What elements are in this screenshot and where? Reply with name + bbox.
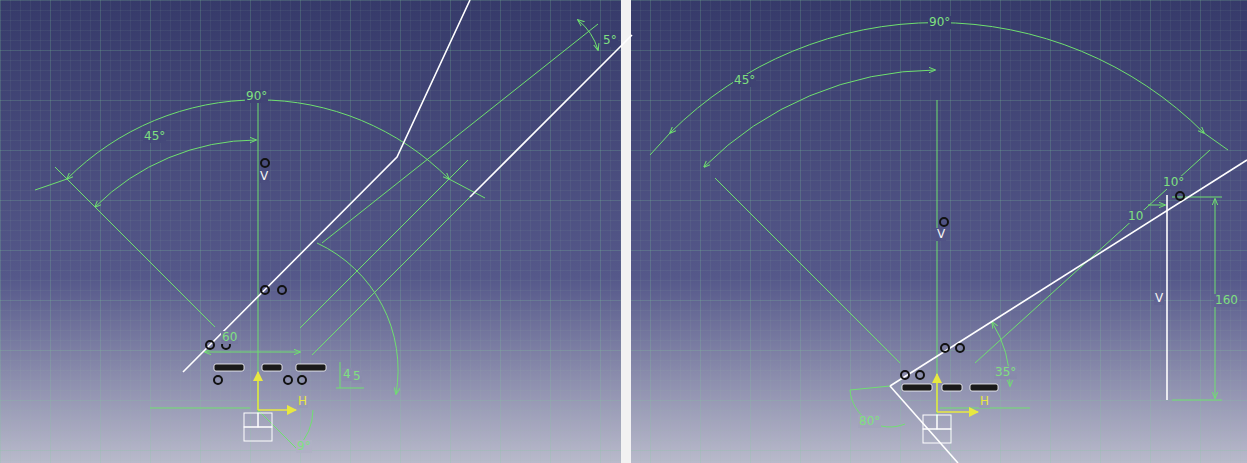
dimension-value: 60 [221,331,238,344]
constraint-icon [214,364,244,371]
dimension-value: 80° [858,415,881,428]
h-axis-arrow [258,409,296,411]
dimension-line [1148,205,1165,206]
dimension-value: 35° [994,366,1017,379]
axis-label: H [979,395,990,408]
dimension-extension [650,133,670,155]
dimension-value: 5° [602,34,618,47]
dimension-extension [1172,197,1222,198]
dimension-extension [1204,133,1228,150]
origin-box [258,413,272,427]
profile-line [470,35,632,197]
dimension-value: 9° [296,440,312,453]
origin-box [937,415,951,429]
panel-ground [631,0,1247,463]
dimension-extension [35,179,67,190]
angle-dimension [704,70,935,167]
constraint-symbol [940,218,948,226]
profile-line [1166,195,1168,400]
constraint-icon [970,384,998,391]
constraint-icon [942,384,962,391]
constraint-symbol [901,371,909,379]
axis-label: V [936,228,946,241]
profile-line [183,0,470,372]
angle-dimension [317,243,398,394]
constraint-symbol [261,159,269,167]
constraint-symbol [284,376,292,384]
construction-line [312,197,470,355]
vertical-axis [937,100,938,420]
angle-dimension [95,140,256,207]
dimension-value: 45° [143,130,166,143]
construction-line [975,150,1210,363]
angle-dimension [578,20,598,50]
dimension-line [205,352,300,353]
axis-label: V [259,170,269,183]
constraint-symbol [206,341,214,349]
construction-line [850,386,890,390]
dimension-extension [1172,400,1222,401]
dimension-line [336,388,364,389]
dimension-value: 45° [733,74,756,87]
sketch-grid [0,0,621,463]
construction-line [55,167,215,327]
dimension-value: 90° [245,90,268,103]
dimension-value: 5 [352,370,362,383]
dimension-value: 10° [1162,176,1185,189]
construction-line [258,410,300,452]
constraint-icon [262,364,282,371]
origin-box [244,413,258,427]
dimension-value: 90° [928,16,951,29]
construction-line [150,408,250,409]
sketch-grid [0,0,621,463]
dimension-value: 4 [342,368,352,381]
origin-box [923,429,951,443]
constraint-symbol [214,376,222,384]
v-axis-arrow [936,374,938,412]
angle-dimension [67,100,449,179]
dimension-line [322,24,598,243]
axis-label: V [1154,292,1164,305]
construction-line [715,178,900,363]
panel-divider [621,0,631,463]
vertical-axis [258,102,259,415]
construction-line [300,160,468,328]
constraint-symbol [1176,192,1184,200]
panel-ground [0,0,621,463]
constraint-symbol [941,344,949,352]
dimension-value: 10 [1127,210,1144,223]
angle-dimension [670,23,1204,133]
dimension-line [340,362,341,388]
sketch-grid [631,0,1247,463]
origin-box [923,415,937,429]
constraint-symbol [298,376,306,384]
v-axis-arrow [257,372,259,410]
h-axis-arrow [937,411,978,413]
constraint-symbol [956,344,964,352]
constraint-symbol [261,286,269,294]
profile-line [890,386,958,463]
constraint-symbol [278,286,286,294]
dimension-value: 160 [1214,294,1239,307]
constraint-icon [902,384,932,391]
profile-line [890,160,1247,386]
sketch-grid [631,0,1247,463]
origin-box [244,427,272,441]
constraint-icon [296,364,326,371]
axis-label: H [297,395,308,408]
constraint-symbol [916,371,924,379]
